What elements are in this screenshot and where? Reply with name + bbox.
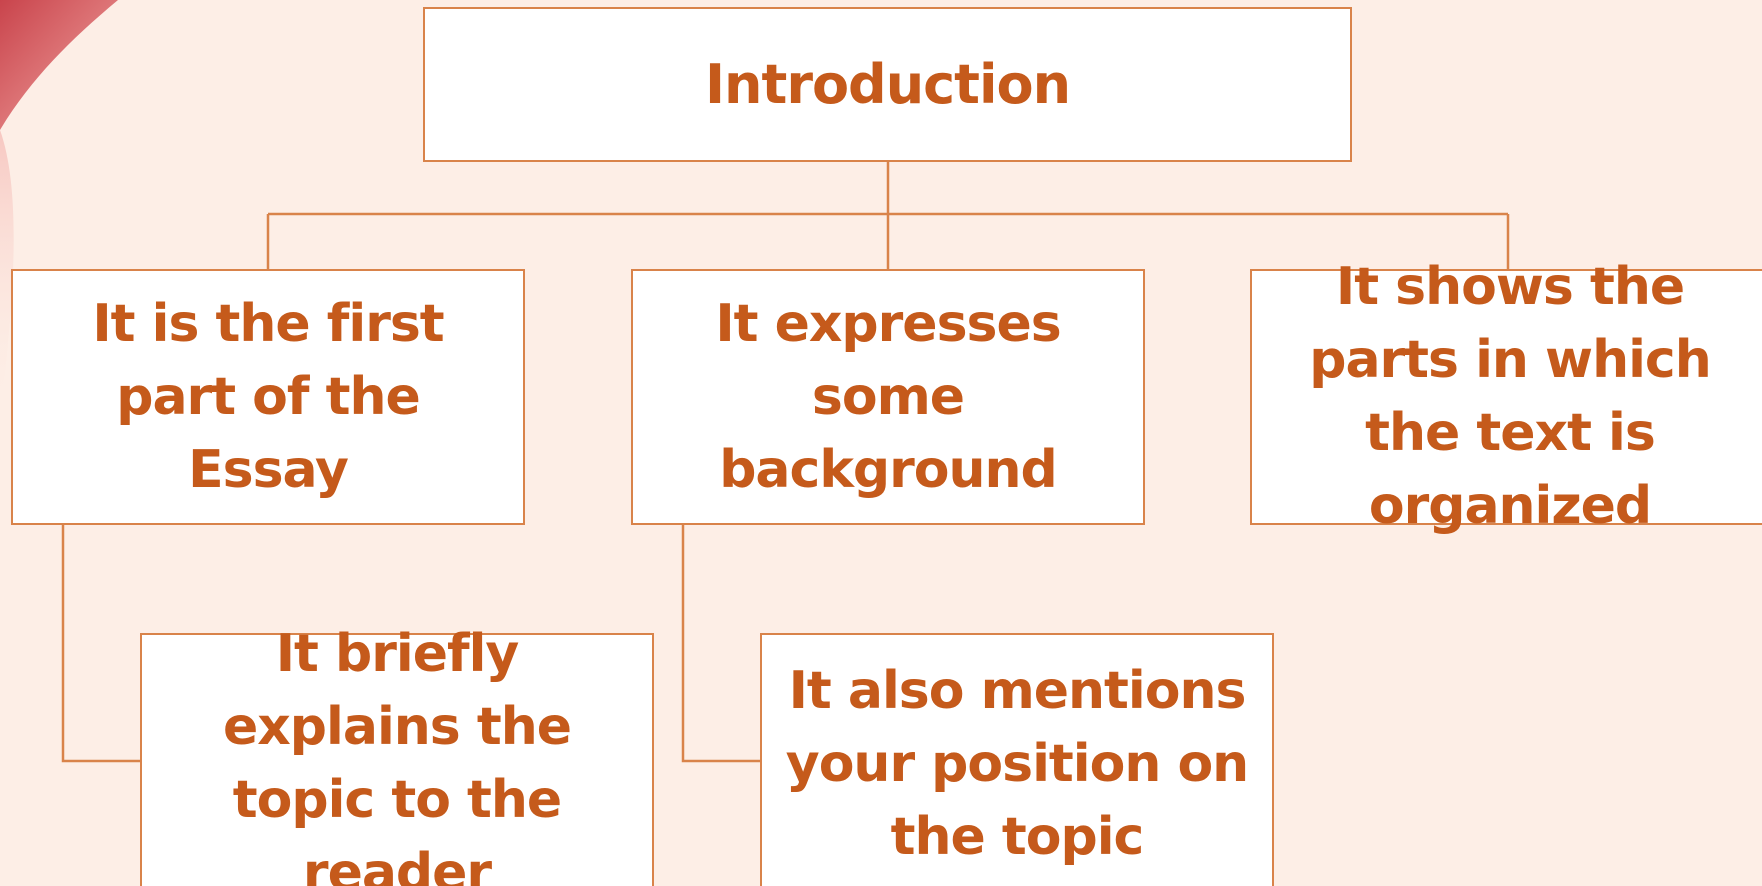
connector-background-to-position (681, 525, 760, 763)
node-parts-label: It shows the parts in which the text is … (1309, 257, 1712, 536)
node-position: It also mentions your position on the to… (760, 633, 1274, 886)
node-explains-topic-label: It briefly explains the topic to the rea… (223, 624, 572, 886)
root-node-introduction: Introduction (423, 7, 1352, 162)
node-parts: It shows the parts in which the text is … (1250, 257, 1762, 536)
root-node-label: Introduction (704, 52, 1071, 116)
node-first-part: It is the first part of the Essay (11, 269, 525, 525)
node-background: It expresses some background (631, 269, 1145, 525)
node-explains-topic: It briefly explains the topic to the rea… (140, 624, 654, 886)
node-first-part-label: It is the first part of the Essay (92, 293, 444, 500)
node-position-label: It also mentions your position on the to… (785, 660, 1249, 867)
node-background-label: It expresses some background (715, 293, 1061, 500)
connector-first-part-to-explains (61, 525, 140, 763)
